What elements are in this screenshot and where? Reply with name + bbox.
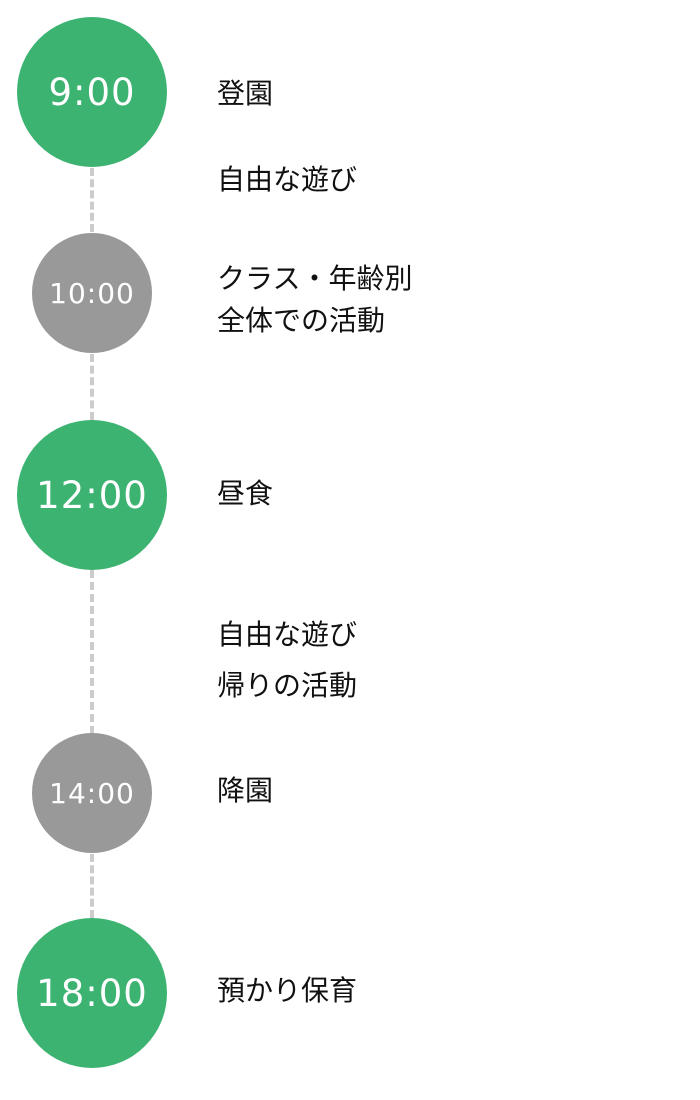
connector-line — [90, 570, 94, 734]
activity-label: 昼食 — [217, 477, 274, 510]
time-badge-14-00: 14:00 — [32, 733, 152, 853]
time-badge-18-00: 18:00 — [17, 918, 167, 1068]
time-badge-12-00: 12:00 — [17, 420, 167, 570]
activity-label: クラス・年齢別 — [217, 262, 413, 295]
connector-line — [90, 168, 94, 232]
activity-label: 預かり保育 — [217, 974, 358, 1007]
time-badge-9-00: 9:00 — [17, 17, 167, 167]
activity-label: 登園 — [217, 77, 274, 110]
connector-line — [90, 854, 94, 918]
activity-label: 帰りの活動 — [217, 669, 358, 702]
time-badge-10-00: 10:00 — [32, 233, 152, 353]
activity-label: 全体での活動 — [217, 304, 386, 337]
activity-label: 自由な遊び — [217, 618, 358, 651]
activity-label: 降園 — [217, 774, 274, 807]
activity-label: 自由な遊び — [217, 163, 358, 196]
connector-line — [90, 354, 94, 420]
